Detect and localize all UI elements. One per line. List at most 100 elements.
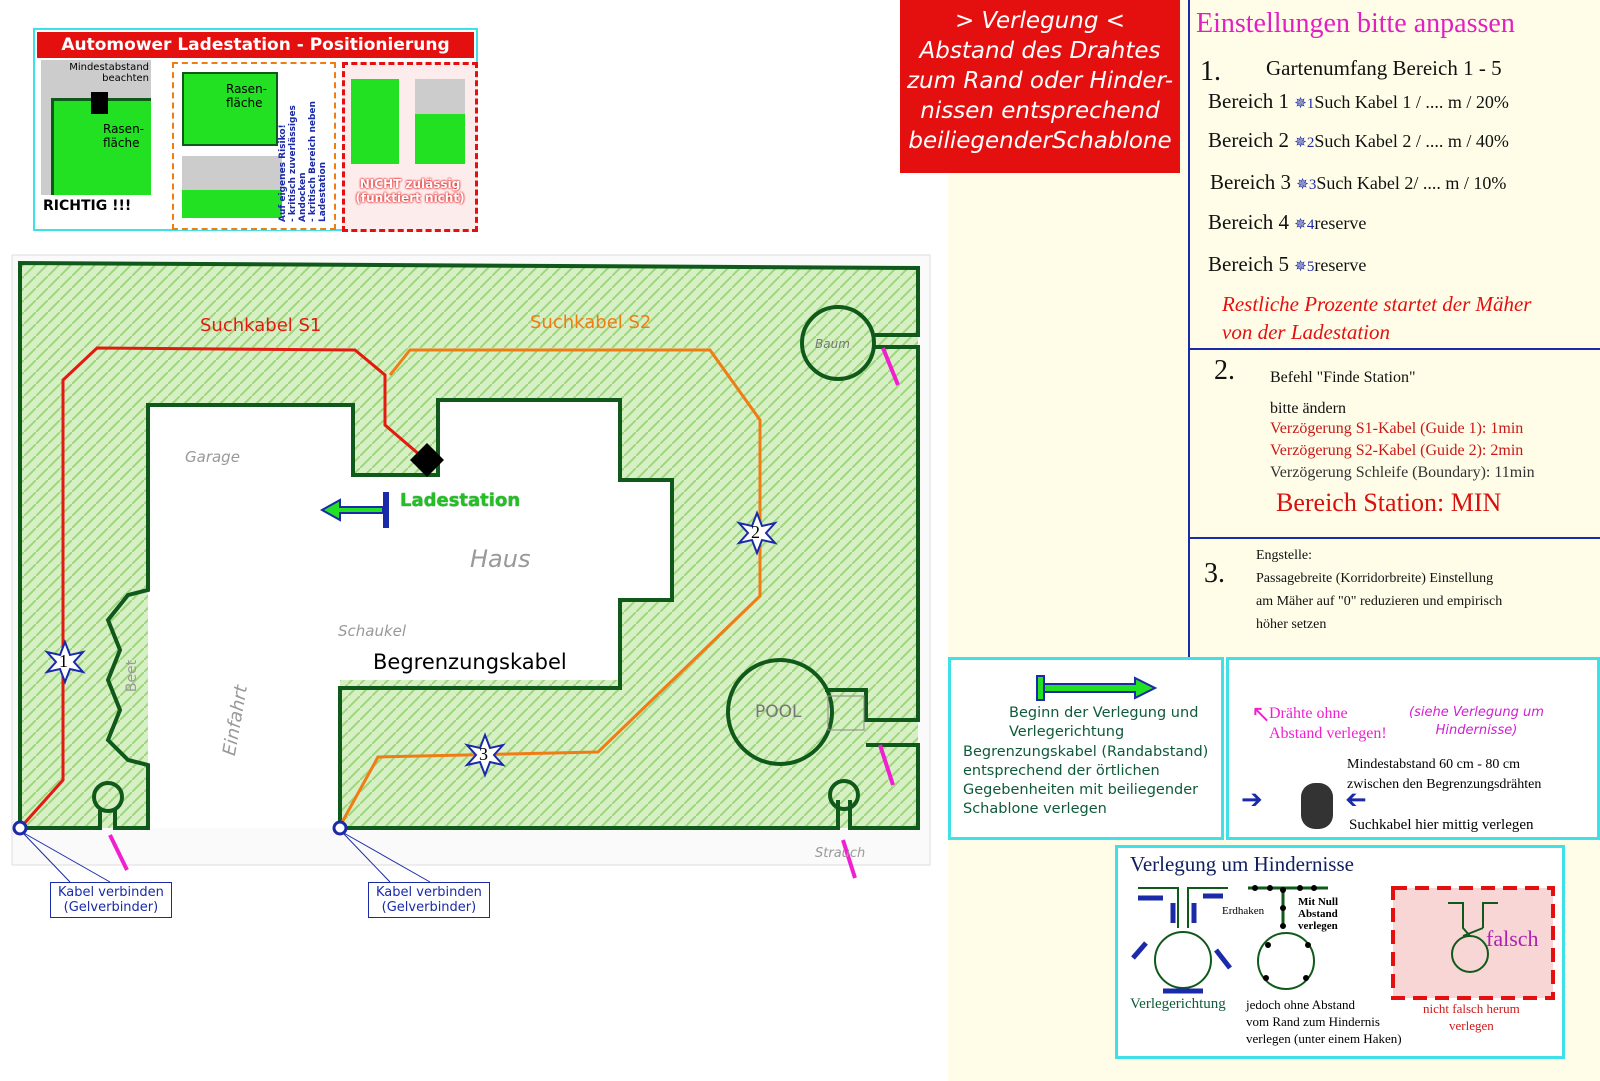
shrub-label: Strauch bbox=[815, 846, 866, 861]
direction-label: Verlegerichtung bbox=[1130, 996, 1226, 1012]
find-station-text: Befehl "Finde Station"bitte ändern bbox=[1270, 369, 1416, 417]
garage-label: Garage bbox=[185, 448, 240, 466]
obstacle-note: verlegen (unter einem Haken) bbox=[1246, 1031, 1402, 1046]
area-label: Bereich 1 bbox=[1208, 89, 1290, 113]
mower-icon bbox=[1301, 783, 1333, 829]
zero-gap-label: verlegen bbox=[1298, 920, 1338, 932]
legend-text: entsprechend der örtlichen bbox=[963, 763, 1160, 779]
marker-1: 1 bbox=[59, 651, 68, 671]
tree-label: Baum bbox=[815, 337, 850, 351]
connector-point bbox=[332, 820, 348, 836]
pink-arrow-icon: ↖ bbox=[1251, 702, 1272, 728]
legend-text: Gegebenheiten mit beiliegender bbox=[963, 782, 1199, 798]
no-gap-text: Drähte ohne bbox=[1269, 705, 1348, 722]
area-setting: Such Kabel 2 / .... m / 40% bbox=[1314, 131, 1509, 151]
risky-example: Rasen-fläche Auf eigenes Risiko!- kritis… bbox=[172, 62, 336, 230]
not-works-label: (funktiert nicht) bbox=[355, 191, 465, 205]
star-icon: ✵3 bbox=[1296, 177, 1317, 193]
laying-instruction-box: > Verlegung < Abstand des Drahtes zum Ra… bbox=[900, 0, 1180, 173]
star-icon: ✵1 bbox=[1294, 96, 1315, 112]
marker-3: 3 bbox=[479, 744, 488, 764]
connector-text: Kabel verbinden bbox=[376, 885, 482, 900]
boundary-label: Begrenzungskabel bbox=[373, 650, 567, 674]
s2-label: Suchkabel S2 bbox=[530, 312, 652, 333]
min-distance-text: Mindestabstand 60 cm - 80 cm bbox=[1347, 757, 1521, 772]
earth-hook-label: Erdhaken bbox=[1222, 905, 1265, 917]
delay-s2: Verzögerung S2-Kabel (Guide 2): 2min bbox=[1270, 442, 1524, 459]
zero-gap-label: Mit Null bbox=[1298, 896, 1339, 908]
connector-point bbox=[12, 820, 28, 836]
obstacle-laying-guide: Verlegung um Hindernisse Erdhaken Mit Nu… bbox=[1115, 845, 1565, 1059]
station-arrow bbox=[319, 492, 389, 528]
start-arrow-icon bbox=[1036, 675, 1158, 701]
star-icon: ✵2 bbox=[1294, 135, 1315, 151]
marker-stars bbox=[44, 510, 778, 778]
pool-obstacle bbox=[726, 658, 834, 766]
guide-center-text: Suchkabel hier mittig verlegen bbox=[1349, 817, 1534, 833]
swing-label: Schaukel bbox=[338, 622, 407, 640]
area-row-5: Bereich 5 ✵5reserve bbox=[1208, 252, 1366, 277]
arrow-right-icon: ➔ bbox=[1241, 785, 1263, 814]
risk-line: - kritisch Bereich neben Ladestation bbox=[308, 101, 328, 222]
area-label: Bereich 3 bbox=[1210, 170, 1292, 194]
legend-text: Beginn der Verlegung und bbox=[1009, 705, 1199, 721]
delay-boundary: Verzögerung Schleife (Boundary): 11min bbox=[1270, 464, 1535, 481]
section-number: 3. bbox=[1204, 558, 1225, 589]
risk-line: - kritisch zuverlässiges Andocken bbox=[288, 105, 308, 222]
connector-text: Kabel verbinden bbox=[58, 885, 164, 900]
correct-label: RICHTIG !!! bbox=[43, 198, 132, 214]
area-row-4: Bereich 4 ✵4reserve bbox=[1208, 210, 1366, 235]
settings-panel: Einstellungen bitte anpassen 1. Gartenum… bbox=[1188, 0, 1600, 657]
area-label: Bereich 4 bbox=[1208, 210, 1290, 234]
legend-start-direction: Beginn der Verlegung und Verlegerichtung… bbox=[948, 657, 1224, 840]
arrow-left-icon: ➔ bbox=[1345, 785, 1367, 814]
correct-example: Mindestabstand beachten Rasen-fläche bbox=[41, 60, 151, 195]
not-allowed-example: NICHT zulässig(funktiert nicht) bbox=[342, 62, 478, 232]
instruction-line: Abstand des Drahtes bbox=[919, 38, 1161, 64]
charging-station bbox=[410, 443, 444, 477]
connector-text: (Gelverbinder) bbox=[63, 900, 159, 915]
settings-title: Einstellungen bitte anpassen bbox=[1196, 8, 1515, 39]
obstacle-diagrams bbox=[1131, 885, 1555, 1000]
boundary-cable bbox=[18, 260, 920, 830]
wrong-note: verlegen bbox=[1448, 1018, 1494, 1033]
delay-s1: Verzögerung S1-Kabel (Guide 1): 1min bbox=[1270, 420, 1524, 437]
area-setting: Such Kabel 2/ .... m / 10% bbox=[1316, 173, 1507, 193]
hint-arrows bbox=[108, 347, 900, 879]
station-area: Bereich Station: MIN bbox=[1276, 488, 1502, 517]
section-heading: Gartenumfang Bereich 1 - 5 bbox=[1266, 56, 1502, 80]
zero-gap-label: Abstand bbox=[1298, 908, 1338, 920]
lawn-label: Rasen-fläche bbox=[103, 122, 144, 150]
star-icon: ✵5 bbox=[1294, 259, 1315, 275]
area-row-2: Bereich 2 ✵2Such Kabel 2 / .... m / 40% bbox=[1208, 128, 1509, 153]
section-number: 2. bbox=[1214, 355, 1235, 386]
positioning-title: Automower Ladestation - Positionierung bbox=[37, 32, 474, 58]
station-label: Ladestation bbox=[400, 490, 521, 511]
min-distance-label: Mindestabstand beachten bbox=[69, 62, 149, 84]
corridor-text: Engstelle:Passagebreite (Korridorbreite)… bbox=[1256, 548, 1503, 632]
s1-label: Suchkabel S1 bbox=[200, 315, 322, 336]
legend-text: Begrenzungskabel (Randabstand) bbox=[963, 744, 1209, 760]
area-setting: reserve bbox=[1314, 213, 1367, 233]
legend-text: Schablone verlegen bbox=[963, 801, 1107, 817]
instruction-line: beiliegenderSchablone bbox=[908, 128, 1172, 154]
section-number: 1. bbox=[1200, 56, 1221, 87]
lawn-label: Rasen-fläche bbox=[226, 82, 267, 110]
tree-obstacle bbox=[800, 305, 876, 381]
marker-2: 2 bbox=[751, 522, 760, 542]
legend-text: Verlegerichtung bbox=[1009, 724, 1125, 740]
wrong-note: nicht falsch herum bbox=[1423, 1001, 1520, 1016]
risk-line: Auf eigenes Risiko! bbox=[278, 124, 288, 222]
connector-note-2: Kabel verbinden(Gelverbinder) bbox=[368, 882, 490, 918]
obstacle-title: Verlegung um Hindernisse bbox=[1130, 852, 1354, 876]
obstacle-note: jedoch ohne Abstand bbox=[1246, 997, 1356, 1012]
area-row-1: Bereich 1 ✵1Such Kabel 1 / .... m / 20% bbox=[1208, 89, 1509, 114]
positioning-guide: Automower Ladestation - Positionierung M… bbox=[33, 28, 478, 232]
see-text: Hindernisse) bbox=[1435, 723, 1518, 738]
obstacle-note: vom Rand zum Hindernis bbox=[1246, 1014, 1380, 1029]
wrong-label: falsch bbox=[1486, 926, 1539, 951]
instruction-line: nissen entsprechend bbox=[920, 98, 1160, 124]
garden-map bbox=[11, 254, 931, 883]
